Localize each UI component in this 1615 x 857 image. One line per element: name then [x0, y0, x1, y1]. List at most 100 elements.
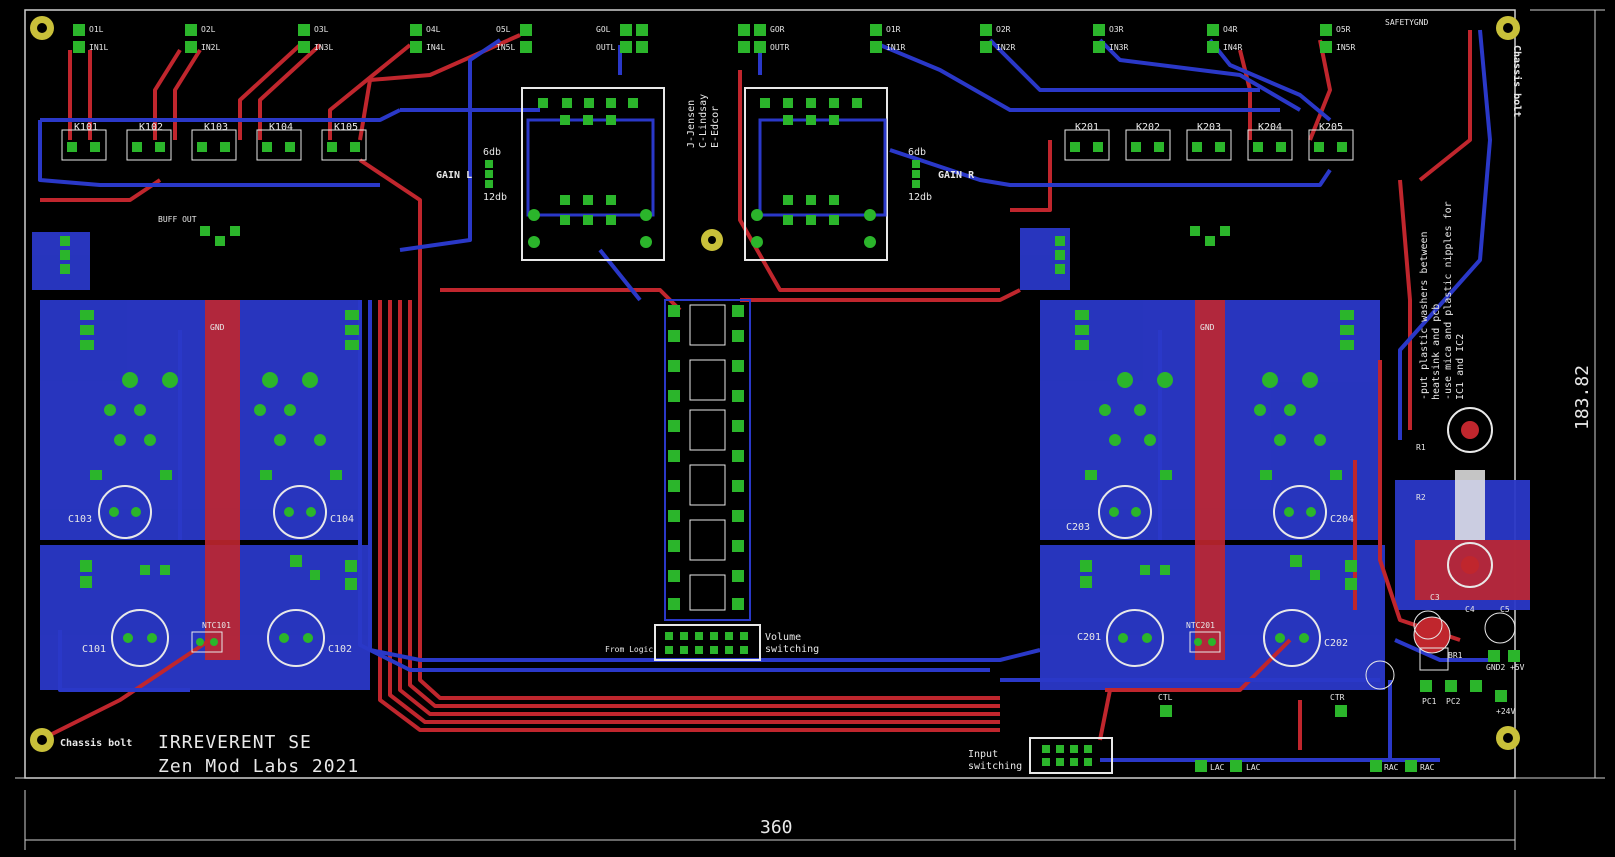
- capacitor: C104: [273, 485, 354, 539]
- power-label: +5V: [1510, 663, 1525, 672]
- relay: K101: [61, 122, 107, 161]
- capacitor: C204: [1273, 485, 1354, 539]
- relays-left: K101 K102 K103 K104 K105: [61, 122, 367, 161]
- connector-label: IN2L: [201, 43, 220, 52]
- capacitors-left: C101 C102 C103 C104 NTC101: [68, 485, 354, 667]
- connector-pad-pair: O2R IN2R: [980, 24, 1015, 53]
- connector-pad-pair: GOL OUTL: [596, 24, 648, 53]
- ntc: NTC201: [1186, 621, 1221, 653]
- power-label: PC2: [1446, 697, 1461, 706]
- volume-ladder: [664, 299, 751, 621]
- connector-label: O2R: [996, 25, 1011, 34]
- small-components-left: [60, 226, 359, 590]
- connector-label: IN4L: [426, 43, 445, 52]
- input-switching-connector: Input switching: [968, 737, 1113, 774]
- gain-6db-label: 6db: [908, 147, 926, 158]
- gain-12db-label: 12db: [908, 192, 932, 203]
- input-label-1: Input: [968, 749, 998, 760]
- connector-label: GOL: [596, 25, 611, 34]
- note-line: IC1 and IC2: [1455, 334, 1466, 400]
- board-title: IRREVERENT SE: [158, 732, 312, 753]
- relay-label: K205: [1319, 122, 1343, 133]
- power-label: RAC: [1384, 763, 1399, 772]
- power-label: GND2: [1486, 663, 1505, 672]
- connector-label: IN1R: [886, 43, 905, 52]
- power-label: C4: [1465, 605, 1475, 614]
- power-label: LAC: [1210, 763, 1225, 772]
- power-label: LAC: [1246, 763, 1261, 772]
- power-label: C5: [1500, 605, 1510, 614]
- relay: K205: [1308, 122, 1354, 161]
- power-label: CTR: [1330, 693, 1345, 702]
- relay-label: K101: [74, 122, 98, 133]
- power-label: R1: [1416, 443, 1426, 452]
- relay-label: K104: [269, 122, 293, 133]
- width-dimension: 360: [760, 817, 793, 838]
- relay: K102: [126, 122, 172, 161]
- capacitor: C103: [68, 485, 152, 539]
- power-label: RAC: [1420, 763, 1435, 772]
- assembly-note: -put plastic washers between heatsink an…: [1419, 201, 1466, 400]
- note-line: -use mica and plastic nipples for: [1443, 201, 1454, 400]
- safety-gnd-label: SAFETYGND: [1385, 18, 1429, 27]
- ac-connectors: LAC LAC RAC RAC CTL CTR: [1158, 693, 1435, 772]
- power-label: BR1: [1448, 651, 1463, 660]
- capacitor-label: C203: [1066, 522, 1090, 533]
- ntc-label: NTC201: [1186, 621, 1215, 630]
- transformer-left: [521, 87, 665, 261]
- capacitor: C202: [1263, 609, 1348, 667]
- capacitors-right: C201 C202 C203 C204 NTC201: [1066, 485, 1354, 667]
- capacitor-label: C201: [1077, 632, 1101, 643]
- dimension-width: [24, 790, 1516, 850]
- capacitor-label: C101: [82, 644, 106, 655]
- power-label: C3: [1430, 593, 1440, 602]
- connector-label: GOR: [770, 25, 785, 34]
- relay: K105: [321, 122, 367, 161]
- relay-label: K202: [1136, 122, 1160, 133]
- connector-label: O2L: [201, 25, 216, 34]
- capacitor-label: C204: [1330, 514, 1354, 525]
- connector-pad-pair: O1R IN1R: [870, 24, 905, 53]
- gain-jumper-right: GAIN R 6db 12db: [908, 147, 975, 203]
- ntc-label: NTC101: [202, 621, 231, 630]
- buff-out-label: BUFF OUT: [158, 215, 197, 224]
- capacitor-label: C103: [68, 514, 92, 525]
- gain-r-label: GAIN R: [938, 170, 975, 181]
- connector-label: IN5L: [496, 43, 515, 52]
- ntc: NTC101: [191, 621, 231, 653]
- mounting-hole: [30, 16, 54, 40]
- capacitor-label: C104: [330, 514, 354, 525]
- credit-line: C-Lindsay: [698, 94, 709, 148]
- gain-l-label: GAIN L: [436, 170, 472, 181]
- connector-label: O1R: [886, 25, 901, 34]
- connector-label: IN1L: [89, 43, 108, 52]
- connector-label: IN2R: [996, 43, 1015, 52]
- power-label: R2: [1416, 493, 1426, 502]
- power-label: PC1: [1422, 697, 1437, 706]
- connector-label: O3R: [1109, 25, 1124, 34]
- mounting-hole: [701, 229, 723, 251]
- connector-pad-pair: O3R IN3R: [1093, 24, 1128, 53]
- height-dimension: 183.82: [1572, 365, 1593, 430]
- capacitor: C203: [1066, 485, 1152, 539]
- gain-jumper-left: GAIN L 6db 12db: [436, 147, 507, 203]
- connector-label: IN3R: [1109, 43, 1128, 52]
- gain-12db-label: 12db: [483, 192, 507, 203]
- connector-label: IN5R: [1336, 43, 1355, 52]
- connector-label: OUTL: [596, 43, 615, 52]
- gnd-label-left: GND: [210, 323, 225, 332]
- volume-label-2: switching: [765, 644, 819, 655]
- relay-label: K103: [204, 122, 228, 133]
- bottom-copper-pours: [32, 228, 1530, 690]
- capacitor-label: C102: [328, 644, 352, 655]
- connector-label: OUTR: [770, 43, 789, 52]
- capacitor: C101: [82, 609, 169, 667]
- relay: K103: [191, 122, 237, 161]
- note-line: heatsink and pcb: [1431, 304, 1442, 400]
- power-supply: PC1 PC2 +24V +5V GND2 BR1 R1 R2 C3 C4 C5: [1365, 407, 1525, 716]
- mounting-hole: [1496, 16, 1520, 40]
- volume-label-1: Volume: [765, 632, 801, 643]
